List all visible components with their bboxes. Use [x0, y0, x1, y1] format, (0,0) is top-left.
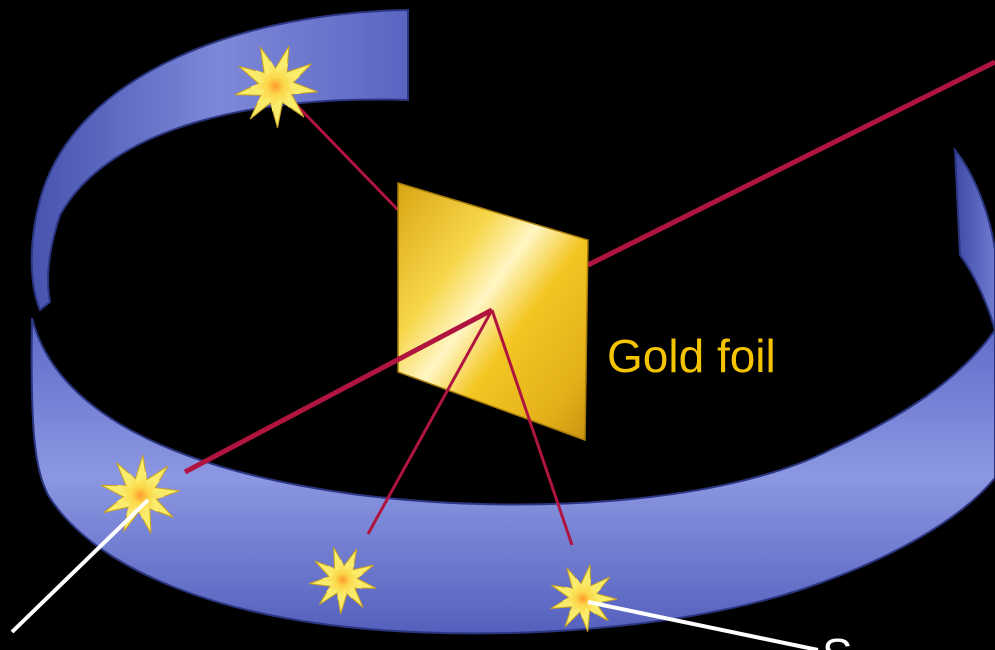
cut-off-label: S — [822, 632, 853, 650]
incident-beam — [588, 62, 995, 265]
screen-right-segment — [955, 150, 995, 330]
gold-foil-label: Gold foil — [607, 333, 776, 379]
